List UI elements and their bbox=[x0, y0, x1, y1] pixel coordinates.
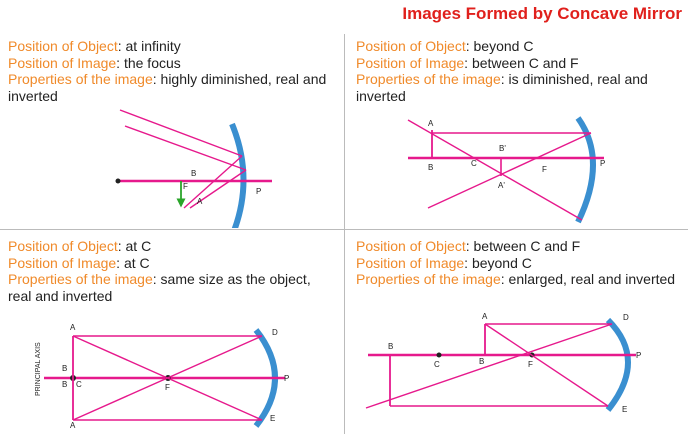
image-label: Position of Image bbox=[356, 54, 465, 71]
panel-text: Position of Object: between C and F Posi… bbox=[356, 238, 681, 288]
point-f-label: F bbox=[528, 360, 533, 369]
point-c-label: C bbox=[471, 159, 477, 168]
point-a-prime-label: A' bbox=[498, 181, 505, 190]
focal-ray bbox=[407, 119, 583, 221]
properties-line: Properties of the image: same size as th… bbox=[8, 271, 333, 304]
object-value: : at infinity bbox=[117, 38, 181, 54]
point-b-left-label: B bbox=[388, 342, 393, 351]
properties-value: : same size as the object, real and inve… bbox=[8, 271, 311, 304]
incident-ray bbox=[124, 125, 247, 171]
object-line: Position of Object: at C bbox=[8, 238, 333, 255]
panel-text: Position of Object: beyond C Position of… bbox=[356, 38, 681, 104]
properties-line: Properties of the image: is diminished, … bbox=[356, 71, 681, 104]
image-value: : the focus bbox=[116, 54, 181, 71]
point-e-label: E bbox=[622, 405, 627, 414]
image-label: Position of Image bbox=[8, 254, 117, 271]
properties-line: Properties of the image: highly diminish… bbox=[8, 71, 333, 104]
image-value: : at C bbox=[116, 254, 150, 271]
point-f-label: F bbox=[165, 383, 170, 392]
point-d-label: D bbox=[623, 313, 629, 322]
point-b-top-label: B bbox=[62, 364, 67, 373]
page-title: Images Formed by Concave Mirror bbox=[402, 4, 682, 23]
point-p-label: P bbox=[636, 351, 641, 360]
point-f-label: F bbox=[542, 165, 547, 174]
point-a-label: A bbox=[197, 197, 203, 206]
reflected-ray bbox=[427, 132, 592, 209]
point-b-bottom-label: B bbox=[62, 380, 67, 389]
image-line: Position of Image: the focus bbox=[8, 55, 333, 72]
ray-diagram: A B C B F D P E bbox=[365, 312, 641, 414]
point-c-label: C bbox=[434, 360, 440, 369]
object-label: Position of Object bbox=[8, 38, 118, 54]
properties-value: : enlarged, real and inverted bbox=[500, 271, 676, 287]
panel-beyond-c: Position of Object: beyond C Position of… bbox=[346, 38, 686, 238]
center-point bbox=[115, 178, 121, 184]
incident-ray bbox=[119, 109, 243, 157]
point-a-bottom-label: A bbox=[70, 421, 76, 430]
point-a-top-label: A bbox=[70, 323, 76, 332]
object-value: : at C bbox=[117, 238, 152, 254]
image-label: Position of Image bbox=[356, 254, 465, 271]
image-line: Position of Image: at C bbox=[8, 255, 333, 272]
point-a-label: A bbox=[428, 119, 434, 128]
properties-label: Properties of the image bbox=[356, 71, 501, 87]
point-f-label: F bbox=[183, 182, 188, 191]
point-p-label: P bbox=[284, 374, 289, 383]
image-line: Position of Image: beyond C bbox=[356, 255, 681, 272]
object-line: Position of Object: between C and F bbox=[356, 238, 681, 255]
point-b-label: B bbox=[191, 169, 196, 178]
properties-label: Properties of the image bbox=[8, 271, 153, 287]
reflected-ray bbox=[72, 335, 263, 421]
image-value: : beyond C bbox=[464, 254, 532, 271]
point-p-label: P bbox=[600, 159, 605, 168]
object-line: Position of Object: beyond C bbox=[356, 38, 681, 55]
horizontal-divider bbox=[0, 229, 688, 230]
panel-text: Position of Object: at C Position of Ima… bbox=[8, 238, 333, 304]
reflected-ray bbox=[365, 323, 613, 409]
properties-value: : is diminished, real and inverted bbox=[356, 71, 648, 104]
object-line: Position of Object: at infinity bbox=[8, 38, 333, 55]
properties-line: Properties of the image: enlarged, real … bbox=[356, 271, 681, 288]
principal-axis-label: PRINCIPAL AXIS bbox=[35, 342, 42, 396]
properties-value: : highly diminished, real and inverted bbox=[8, 71, 327, 104]
ray-diagram: A B C B' F A' P bbox=[407, 116, 605, 224]
panel-at-c: Position of Object: at C Position of Ima… bbox=[0, 238, 340, 438]
properties-label: Properties of the image bbox=[356, 271, 501, 287]
panel-between-c-and-f: Position of Object: between C and F Posi… bbox=[346, 238, 686, 438]
point-b-prime-label: B' bbox=[499, 144, 506, 153]
concave-mirror bbox=[575, 116, 596, 224]
point-e-label: E bbox=[270, 414, 275, 423]
object-label: Position of Object bbox=[356, 38, 466, 54]
point-a-label: A bbox=[482, 312, 488, 321]
reflected-ray bbox=[183, 155, 243, 209]
reflected-ray bbox=[189, 169, 247, 209]
point-c-label: C bbox=[76, 380, 82, 389]
point-d-label: D bbox=[272, 328, 278, 337]
panel-text: Position of Object: at infinity Position… bbox=[8, 38, 333, 104]
panel-at-infinity: Position of Object: at infinity Position… bbox=[0, 38, 340, 238]
vertical-divider bbox=[344, 34, 345, 434]
point-b-label: B bbox=[428, 163, 433, 172]
object-label: Position of Object bbox=[8, 238, 118, 254]
object-label: Position of Object bbox=[356, 238, 466, 254]
point-p-label: P bbox=[256, 187, 261, 196]
concave-mirror bbox=[605, 317, 631, 412]
ray-diagram: B F A P bbox=[115, 109, 272, 228]
image-label: Position of Image bbox=[8, 54, 117, 71]
properties-label: Properties of the image bbox=[8, 71, 153, 87]
image-line: Position of Image: between C and F bbox=[356, 55, 681, 72]
ray-diagram: A B B C F A D E P PRINCIPAL AXIS bbox=[35, 323, 289, 430]
point-b-mid-label: B bbox=[479, 357, 484, 366]
object-value: : beyond C bbox=[465, 38, 534, 54]
focal-ray bbox=[484, 323, 609, 407]
object-value: : between C and F bbox=[465, 238, 581, 254]
center-point bbox=[436, 352, 442, 358]
image-value: : between C and F bbox=[464, 54, 579, 71]
